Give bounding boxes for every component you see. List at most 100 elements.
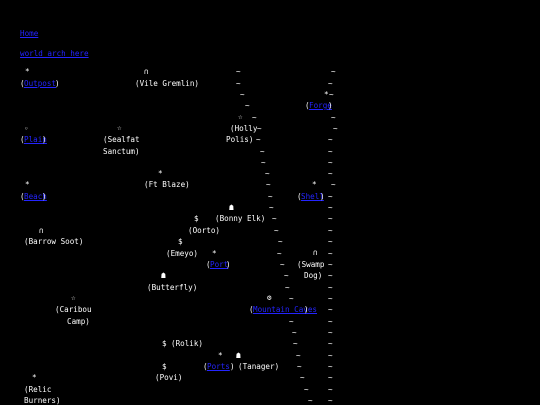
tilde-icon: ~	[240, 90, 245, 99]
tilde-icon: ~	[328, 328, 333, 337]
tilde-icon: ~	[329, 90, 334, 99]
tilde-icon: ~	[285, 283, 290, 292]
tilde-icon: ~	[328, 214, 333, 223]
tilde-icon: ~	[300, 373, 305, 382]
tilde-icon: ~	[328, 373, 333, 382]
place-label-sealfat: (Sealfat	[103, 135, 140, 144]
paren-close: )	[42, 135, 47, 144]
tilde-icon: ~	[269, 203, 274, 212]
paren-open: (	[20, 79, 25, 88]
map-link-forge[interactable]: Forge	[309, 101, 332, 110]
place-label-swamp: (Swamp	[297, 260, 325, 269]
tilde-icon: ~	[236, 79, 241, 88]
place-label-dog: Dog)	[304, 271, 323, 280]
star-icon: *	[212, 249, 217, 258]
map-link-mountain-caves[interactable]: Mountain Caves	[253, 305, 318, 314]
tilde-icon: ~	[328, 237, 333, 246]
star-outline-icon: ☆	[71, 293, 76, 302]
tilde-icon: ~	[328, 339, 333, 348]
tilde-icon: ~	[328, 79, 333, 88]
tilde-icon: ~	[274, 226, 279, 235]
dollar-icon: $	[178, 237, 183, 246]
star-icon: *	[25, 180, 30, 189]
tilde-icon: ~	[257, 124, 262, 133]
tilde-icon: ~	[278, 237, 283, 246]
dollar-icon: $	[162, 362, 167, 371]
tilde-icon: ~	[265, 169, 270, 178]
tilde-icon: ~	[328, 249, 333, 258]
tilde-icon: ~	[272, 214, 277, 223]
tilde-icon: ~	[328, 305, 333, 314]
place-label-relic: (Relic	[24, 385, 52, 394]
ghost-icon: ☗	[236, 351, 241, 360]
world-link[interactable]: world_arch_here	[20, 49, 89, 58]
place-label-butterfly: (Butterfly)	[147, 283, 198, 292]
tilde-icon: ~	[292, 328, 297, 337]
tilde-icon: ~	[304, 385, 309, 394]
map-link-beach[interactable]: Beach	[24, 192, 47, 201]
tilde-icon: ~	[293, 339, 298, 348]
paren-close: )	[42, 192, 47, 201]
tilde-icon: ~	[328, 271, 333, 280]
ghost-icon: ☗	[161, 271, 166, 280]
home-link[interactable]: Home	[20, 29, 39, 38]
place-label-bonny-elk: (Bonny Elk)	[215, 214, 266, 223]
tilde-icon: ~	[328, 362, 333, 371]
place-label-povi: (Povi)	[155, 373, 183, 382]
dollar-icon: $	[194, 214, 199, 223]
map-link-outpost[interactable]: Outpost	[24, 79, 57, 88]
tilde-icon: ~	[333, 124, 338, 133]
place-label-caribou: (Caribou	[55, 305, 92, 314]
place-label-ft-blaze: (Ft Blaze)	[144, 180, 190, 189]
map-link-plain[interactable]: Plain	[24, 135, 47, 144]
tilde-icon: ~	[261, 158, 266, 167]
place-label-sanctum: Sanctum)	[103, 147, 140, 156]
dollar-icon: $	[162, 339, 167, 348]
tilde-icon: ~	[252, 113, 257, 122]
tilde-icon: ~	[296, 351, 301, 360]
tilde-icon: ~	[236, 67, 241, 76]
paren-open: (	[203, 362, 208, 371]
map-link-shell[interactable]: Shell	[301, 192, 324, 201]
star-icon: *	[32, 373, 37, 382]
paren-open: (	[297, 192, 302, 201]
tilde-icon: ~	[284, 271, 289, 280]
map-link-port[interactable]: Port	[210, 260, 229, 269]
tilde-icon: ~	[331, 180, 336, 189]
star-outline-icon: ☆	[238, 112, 243, 121]
tilde-icon: ~	[328, 351, 333, 360]
place-label-barrow-soot: (Barrow Soot)	[24, 237, 84, 246]
tilde-icon: ~	[328, 396, 333, 405]
star-icon: *	[218, 351, 223, 360]
tilde-icon: ~	[328, 169, 333, 178]
tilde-icon: ~	[245, 101, 250, 110]
tilde-icon: ~	[260, 147, 265, 156]
arch-icon: ∩	[313, 248, 318, 257]
paren-close: )	[55, 79, 60, 88]
place-label-vile-gremlin: (Vile Gremlin)	[135, 79, 200, 88]
paren-close: )	[320, 192, 325, 201]
star-outline-icon: ☆	[117, 123, 122, 132]
star-icon: *	[324, 90, 329, 99]
star-icon: *	[25, 67, 30, 76]
tilde-icon: ~	[256, 135, 261, 144]
paren-open: (	[206, 260, 211, 269]
paren-open: (	[305, 101, 310, 110]
tilde-icon: ~	[328, 135, 333, 144]
tilde-icon: ~	[328, 294, 333, 303]
paren-open: (	[249, 305, 254, 314]
tilde-icon: ~	[280, 260, 285, 269]
place-label-tanager: (Tanager)	[238, 362, 280, 371]
place-label-rolik: (Rolik)	[171, 339, 204, 348]
circle-icon: ◦	[24, 124, 29, 133]
tilde-icon: ~	[277, 249, 282, 258]
tilde-icon: ~	[328, 260, 333, 269]
arch-icon: ∩	[39, 226, 44, 235]
map-link-ports[interactable]: Ports	[207, 362, 230, 371]
place-label-emeyo: (Emeyo)	[166, 249, 199, 258]
paren-close: )	[328, 101, 333, 110]
paren-open: (	[20, 135, 25, 144]
paren-close: )	[304, 305, 309, 314]
tilde-icon: ~	[297, 362, 302, 371]
place-label-holly: (Holly	[230, 124, 258, 133]
